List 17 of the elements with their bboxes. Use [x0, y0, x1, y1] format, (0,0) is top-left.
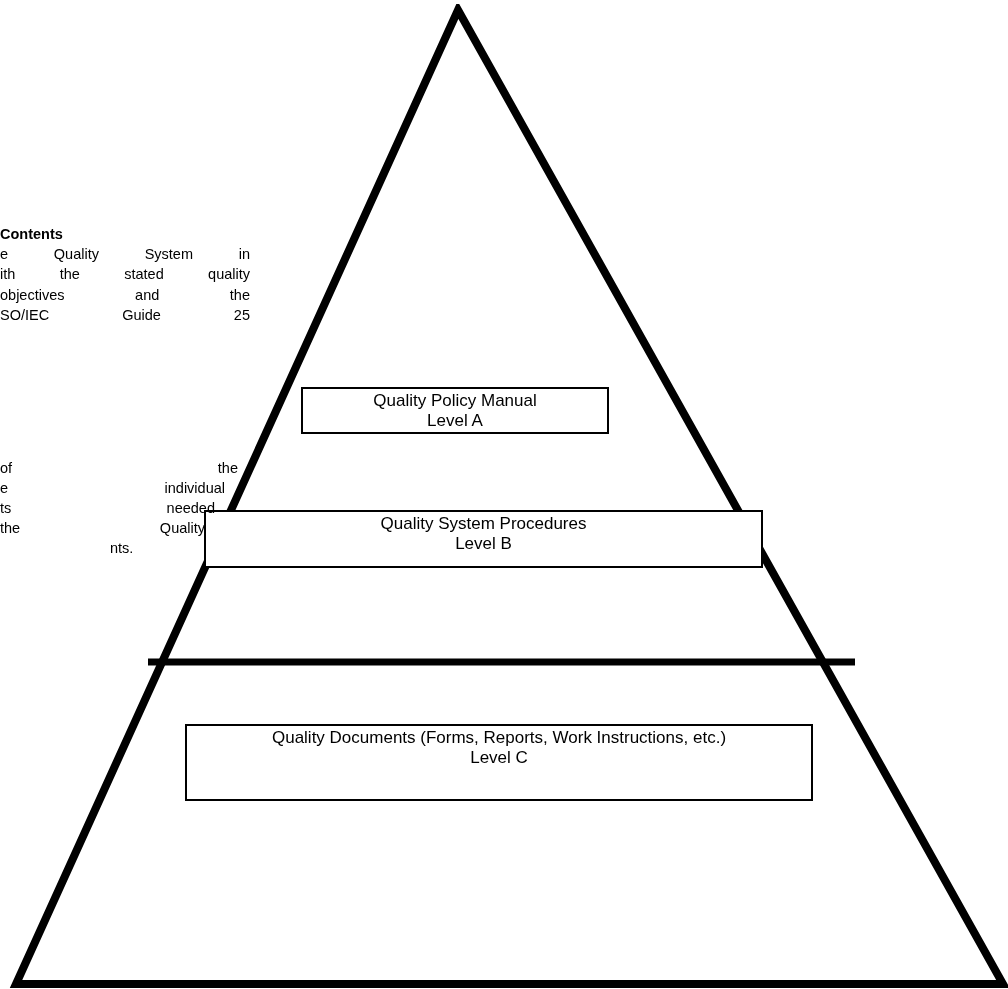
- level-box: [301, 387, 609, 434]
- level-title: Quality Documents (Forms, Reports, Work Instructions, etc.): [270, 728, 728, 748]
- level-title: Quality Policy Manual: [372, 391, 538, 411]
- description-text: the Quality: [0, 519, 205, 538]
- level-title: Quality System Procedures: [379, 514, 588, 534]
- section-heading: Contents: [0, 225, 63, 244]
- level-label: Level C: [469, 748, 529, 768]
- description-text: ith the stated quality: [0, 265, 250, 284]
- description-text: of the: [0, 459, 238, 478]
- description-text: e individual: [0, 479, 225, 498]
- description-text: SO/IEC Guide 25: [0, 306, 250, 325]
- level-label: Level B: [454, 534, 513, 554]
- level-box: [185, 724, 813, 801]
- description-text: nts.: [110, 539, 134, 558]
- level-label: Level A: [426, 411, 484, 431]
- description-text: e Quality System in: [0, 245, 250, 264]
- description-text: objectives and the: [0, 286, 250, 305]
